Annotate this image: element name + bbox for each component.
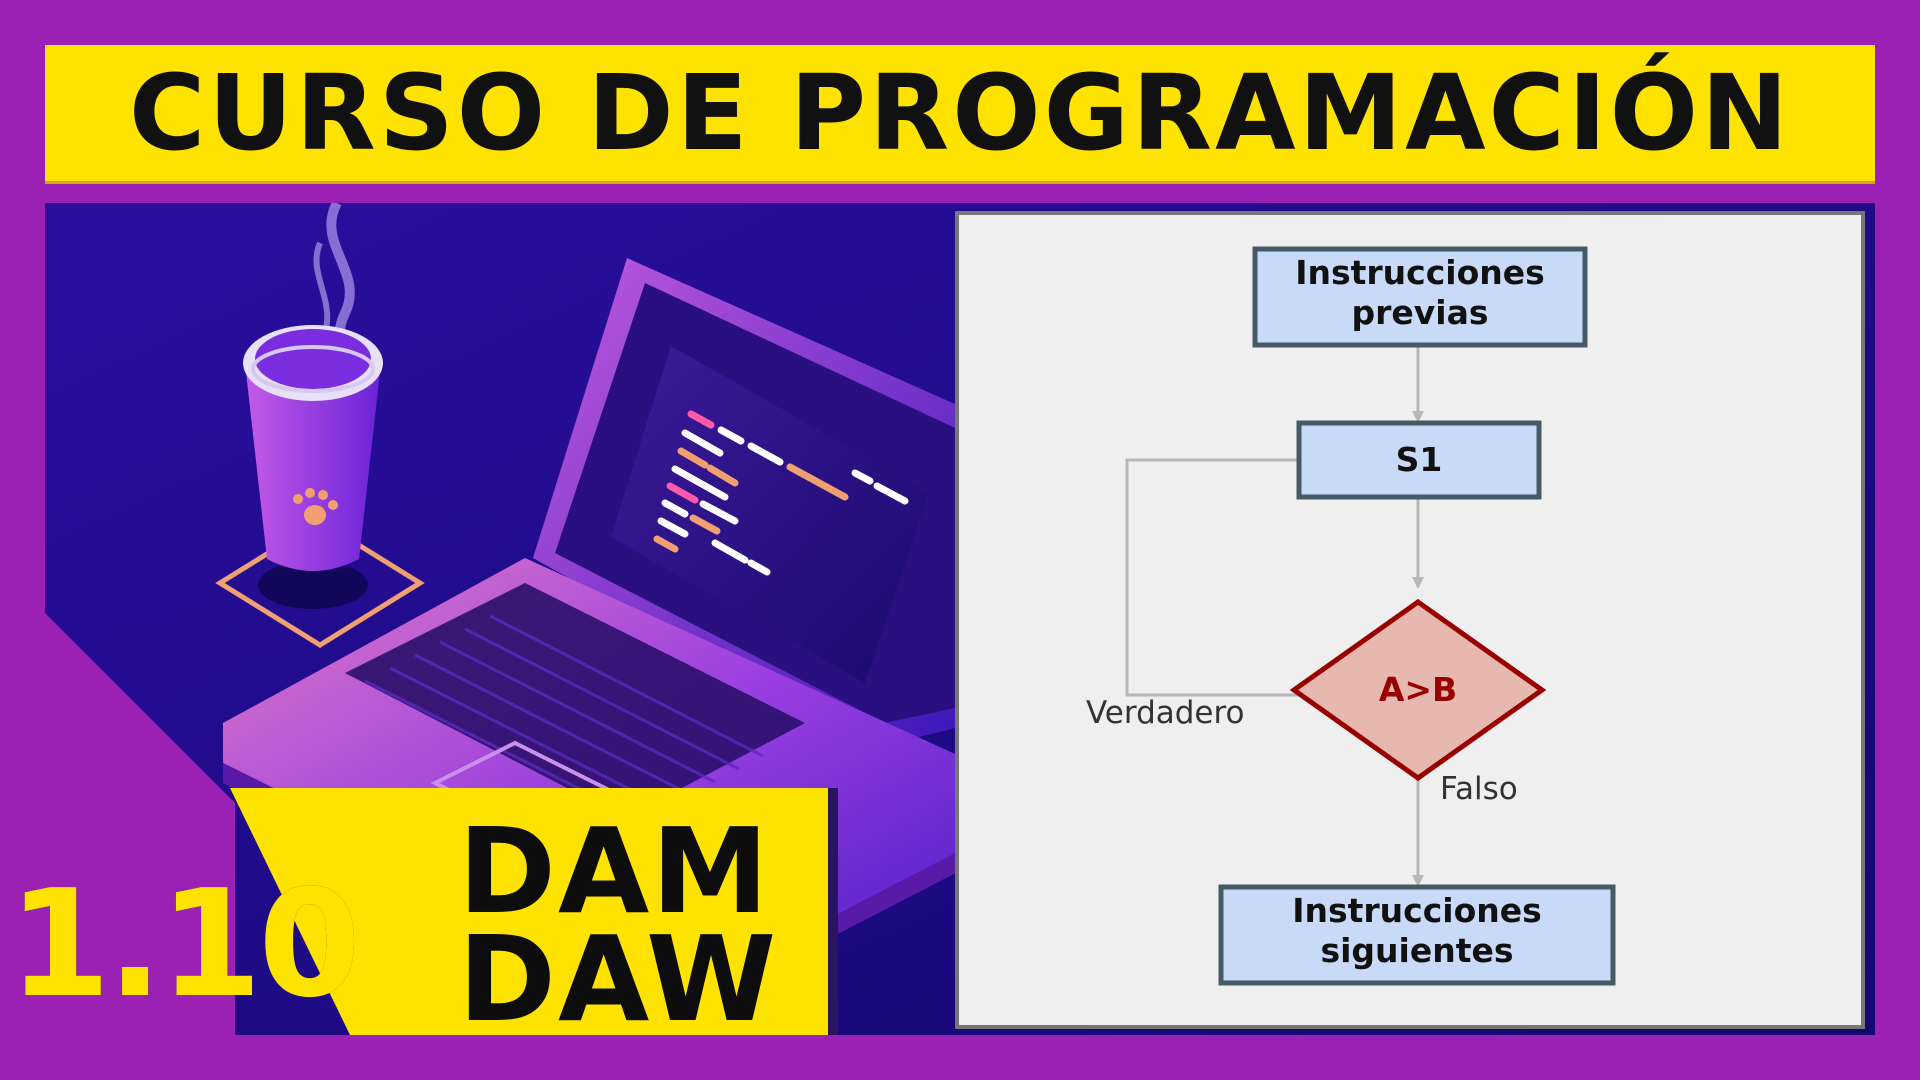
- course-code-dam: DAM: [458, 802, 771, 940]
- node-end-line2: siguientes: [1320, 930, 1514, 970]
- edge-true-label: Verdadero: [1086, 695, 1245, 731]
- paw-icon: [293, 488, 338, 525]
- node-start-label: Instrucciones previas: [1255, 253, 1585, 332]
- title-banner: CURSO DE PROGRAMACIÓN: [45, 45, 1875, 184]
- edge-true-loop: [1125, 454, 1317, 697]
- course-badge: [230, 788, 835, 1035]
- node-end: [1218, 884, 1616, 986]
- node-end-line1: Instrucciones: [1292, 891, 1542, 930]
- node-decision: [1289, 598, 1547, 782]
- node-start: [1252, 246, 1588, 348]
- course-title: CURSO DE PROGRAMACIÓN: [128, 52, 1792, 174]
- node-end-label: Instrucciones siguientes: [1221, 891, 1613, 970]
- course-code-daw: DAW: [458, 910, 779, 1048]
- node-start-line2: previas: [1351, 292, 1489, 332]
- node-s1-label: S1: [1395, 440, 1443, 479]
- edge-false-label: Falso: [1440, 771, 1518, 807]
- course-badge-edge: [828, 788, 838, 1035]
- lesson-number: 1.10: [8, 858, 361, 1030]
- node-start-line1: Instrucciones: [1295, 253, 1545, 292]
- flowchart-diagram: [1125, 246, 1616, 986]
- node-s1: [1296, 420, 1542, 500]
- decision-label: A>B: [1378, 670, 1458, 709]
- flowchart-panel: Instrucciones previas S1 A>B Instruccion…: [955, 211, 1865, 1029]
- coffee-cup-icon: [215, 325, 425, 648]
